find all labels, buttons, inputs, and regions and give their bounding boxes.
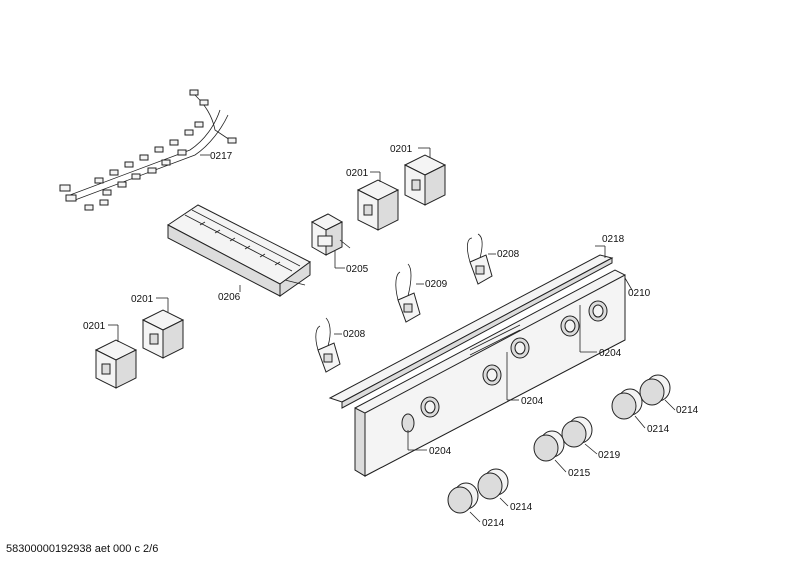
sensor-mid: 0209 [395, 263, 448, 323]
terminal-block: 0206 [167, 204, 311, 303]
knob-0214-low-mid: 0214 [477, 468, 533, 513]
front-strip: 0218 [328, 234, 625, 409]
knob-0214-low-left: 0214 [447, 482, 505, 529]
label-0208-a: 0208 [497, 249, 520, 260]
label-0201-b: 0201 [346, 168, 369, 179]
bracket-left-upper: 0201 [131, 294, 185, 359]
label-0201-c: 0201 [131, 294, 154, 305]
knob-0219: 0219 [561, 416, 621, 461]
bracket-left-lower: 0201 [83, 321, 138, 389]
label-0204-c: 0204 [429, 446, 452, 457]
label-0204-a: 0204 [599, 348, 622, 359]
control-panel: 0210 [354, 269, 651, 477]
indicator-lights: 0204 0204 0204 [407, 305, 622, 457]
wiring-harness: 0217 [59, 89, 237, 211]
bracket-mid: 0201 [346, 168, 400, 231]
document-footer: 58300000192938 aet 000 c 2/6 [6, 543, 159, 555]
label-0214-d: 0214 [482, 518, 505, 529]
label-0209: 0209 [425, 279, 448, 290]
label-0204-b: 0204 [521, 396, 544, 407]
knob-0215: 0215 [533, 430, 591, 479]
label-0219: 0219 [598, 450, 621, 461]
label-0206: 0206 [218, 292, 241, 303]
label-0215: 0215 [568, 468, 591, 479]
label-0210: 0210 [628, 288, 651, 299]
label-0208-b: 0208 [343, 329, 366, 340]
knob-0214-mid-right: 0214 [611, 388, 670, 435]
sensor-upper: 0208 [466, 233, 520, 285]
knob-0214-right: 0214 [639, 374, 699, 416]
rotary-switch: 0205 [310, 213, 369, 275]
bracket-top-right: 0201 [390, 144, 447, 206]
label-0201-d: 0201 [83, 321, 106, 332]
label-0217: 0217 [210, 151, 233, 162]
label-0214-c: 0214 [510, 502, 533, 513]
label-0218: 0218 [602, 234, 625, 245]
label-0201-a: 0201 [390, 144, 413, 155]
sensor-lower: 0208 [315, 317, 366, 373]
label-0205: 0205 [346, 264, 369, 275]
label-0214-a: 0214 [676, 405, 699, 416]
label-0214-b: 0214 [647, 424, 670, 435]
